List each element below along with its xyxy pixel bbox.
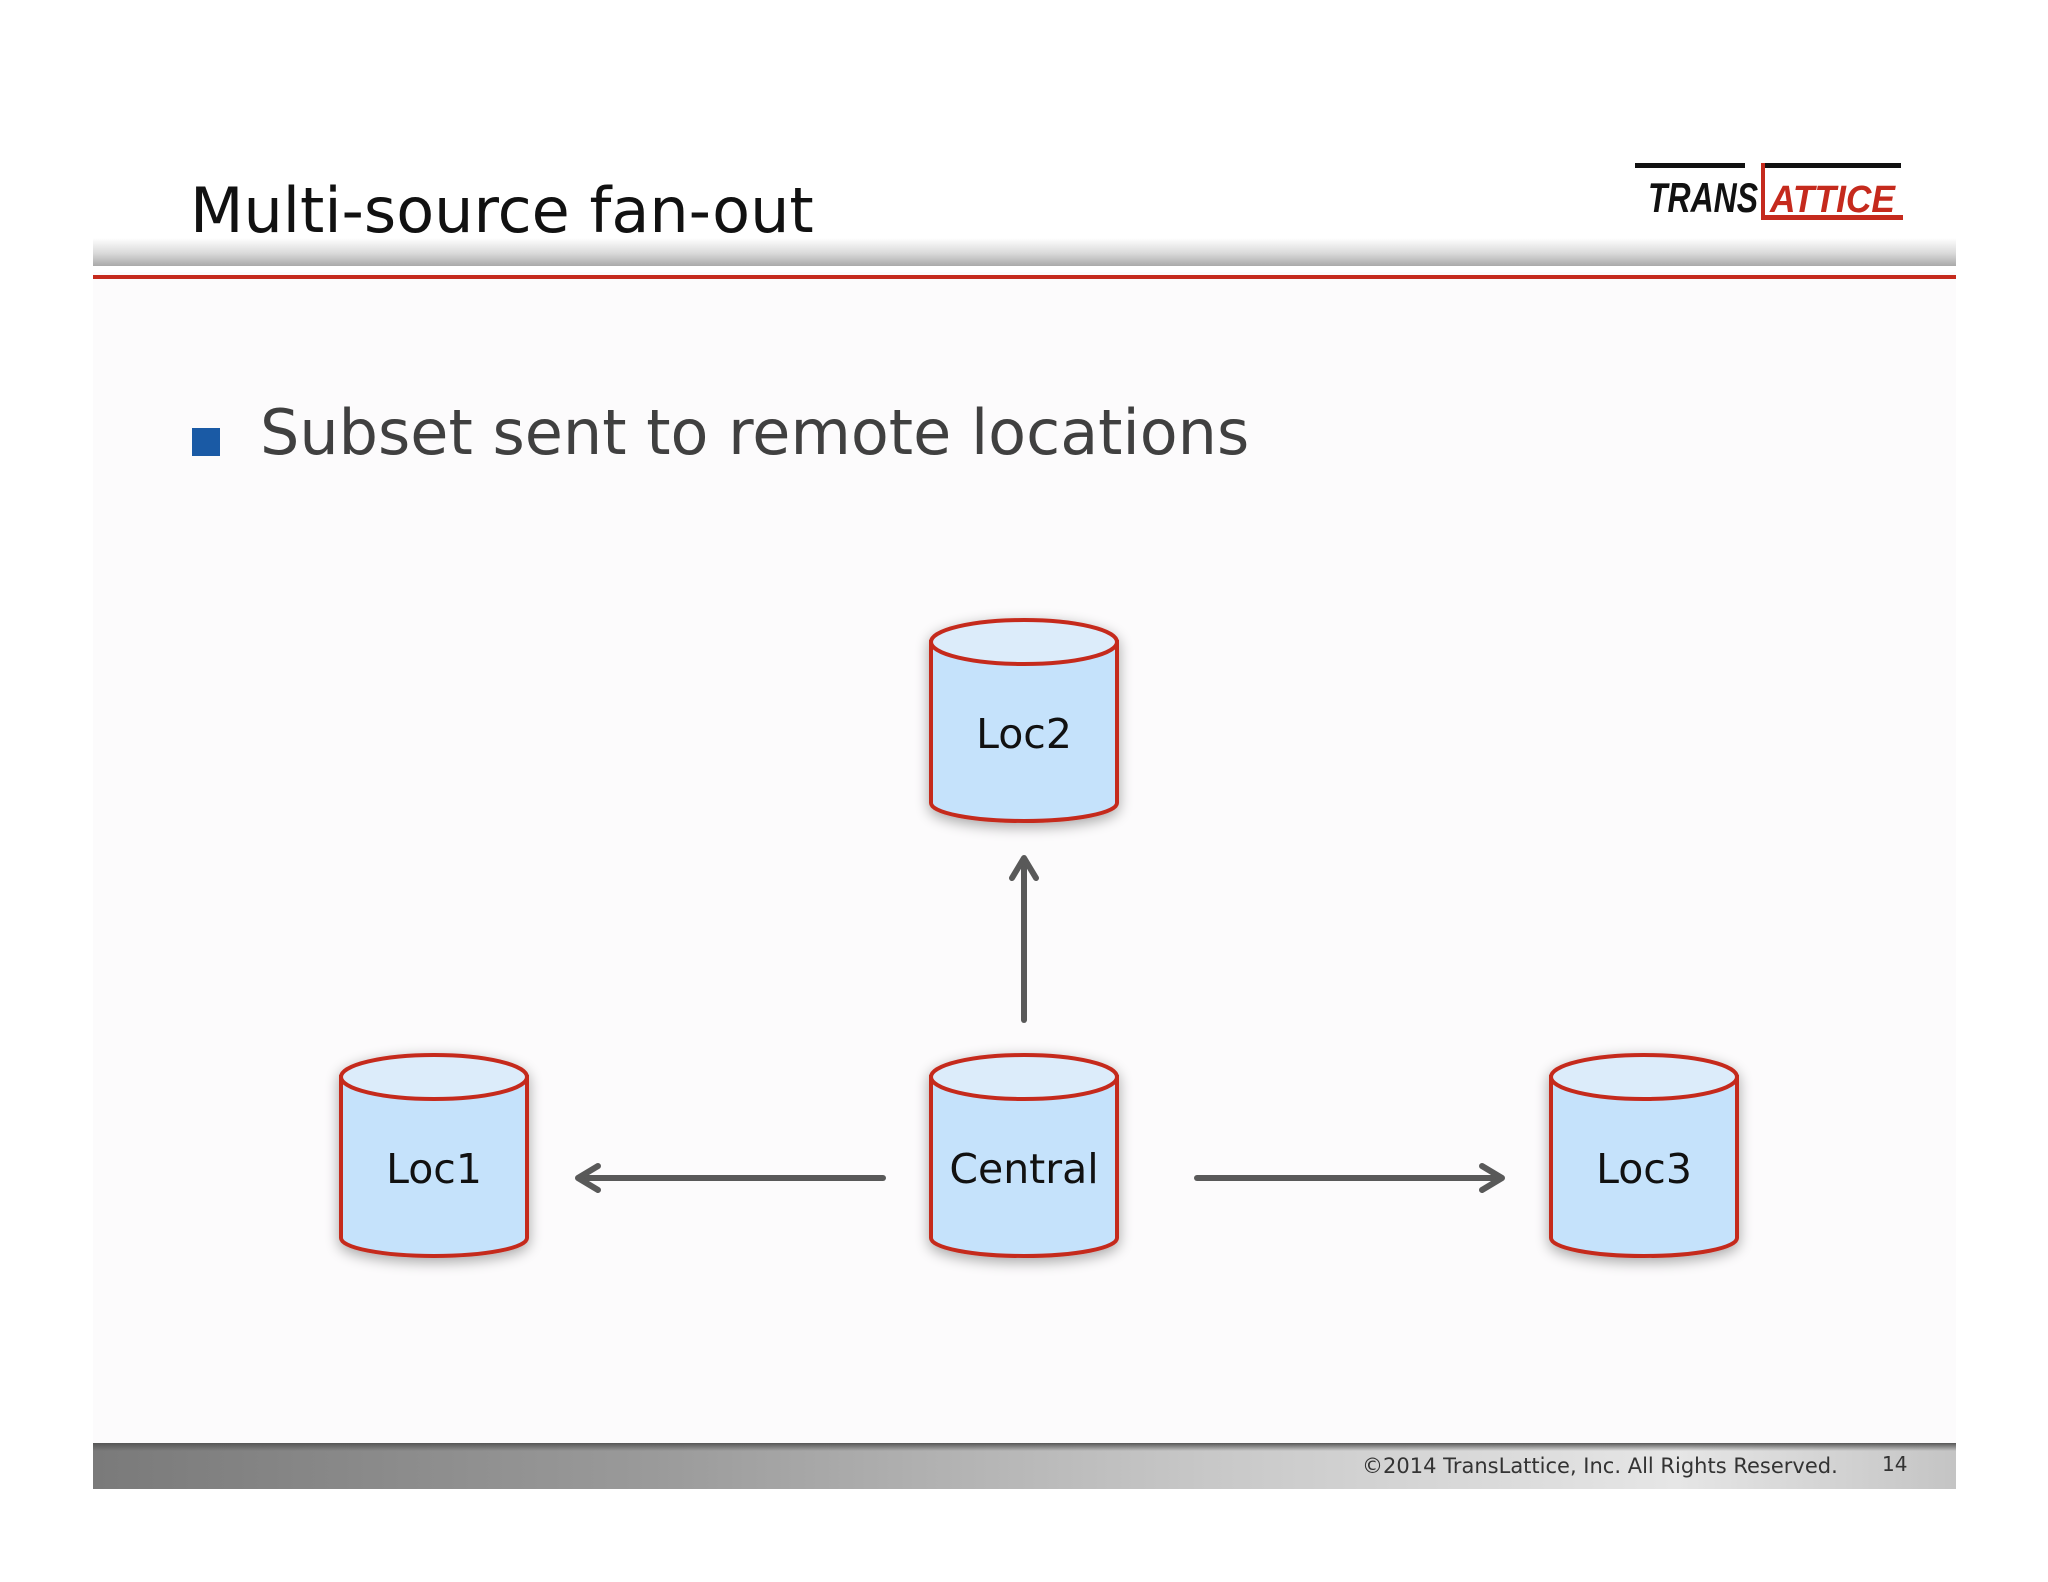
arrow-to-loc1	[575, 1163, 886, 1193]
database-loc3	[1549, 1053, 1739, 1258]
node-label-loc3: Loc3	[1596, 1145, 1692, 1193]
node-label-central: Central	[949, 1145, 1098, 1193]
database-loc2	[929, 618, 1119, 823]
arrow-to-loc2	[1009, 855, 1039, 1023]
copyright-text: ©2014 TransLattice, Inc. All Rights Rese…	[1362, 1454, 1838, 1478]
slide-title: Multi-source fan-out	[190, 174, 814, 247]
fan-out-diagram: Loc2 Loc1 Central Loc3	[339, 618, 1739, 1258]
svg-text:ATTICE: ATTICE	[1769, 179, 1896, 221]
bullet-marker	[192, 428, 220, 456]
translattice-logo: TRANS ATTICE	[1635, 163, 1903, 221]
header-rule	[93, 275, 1956, 279]
database-central	[929, 1053, 1119, 1258]
footer-bar	[93, 1443, 1956, 1489]
node-label-loc1: Loc1	[386, 1145, 482, 1193]
svg-text:TRANS: TRANS	[1648, 174, 1758, 221]
arrow-to-loc3	[1194, 1163, 1505, 1193]
database-loc1	[339, 1053, 529, 1258]
node-label-loc2: Loc2	[976, 710, 1072, 758]
bullet-text: Subset sent to remote locations	[260, 396, 1250, 469]
page-number: 14	[1882, 1452, 1908, 1476]
header-shade	[93, 238, 1956, 266]
